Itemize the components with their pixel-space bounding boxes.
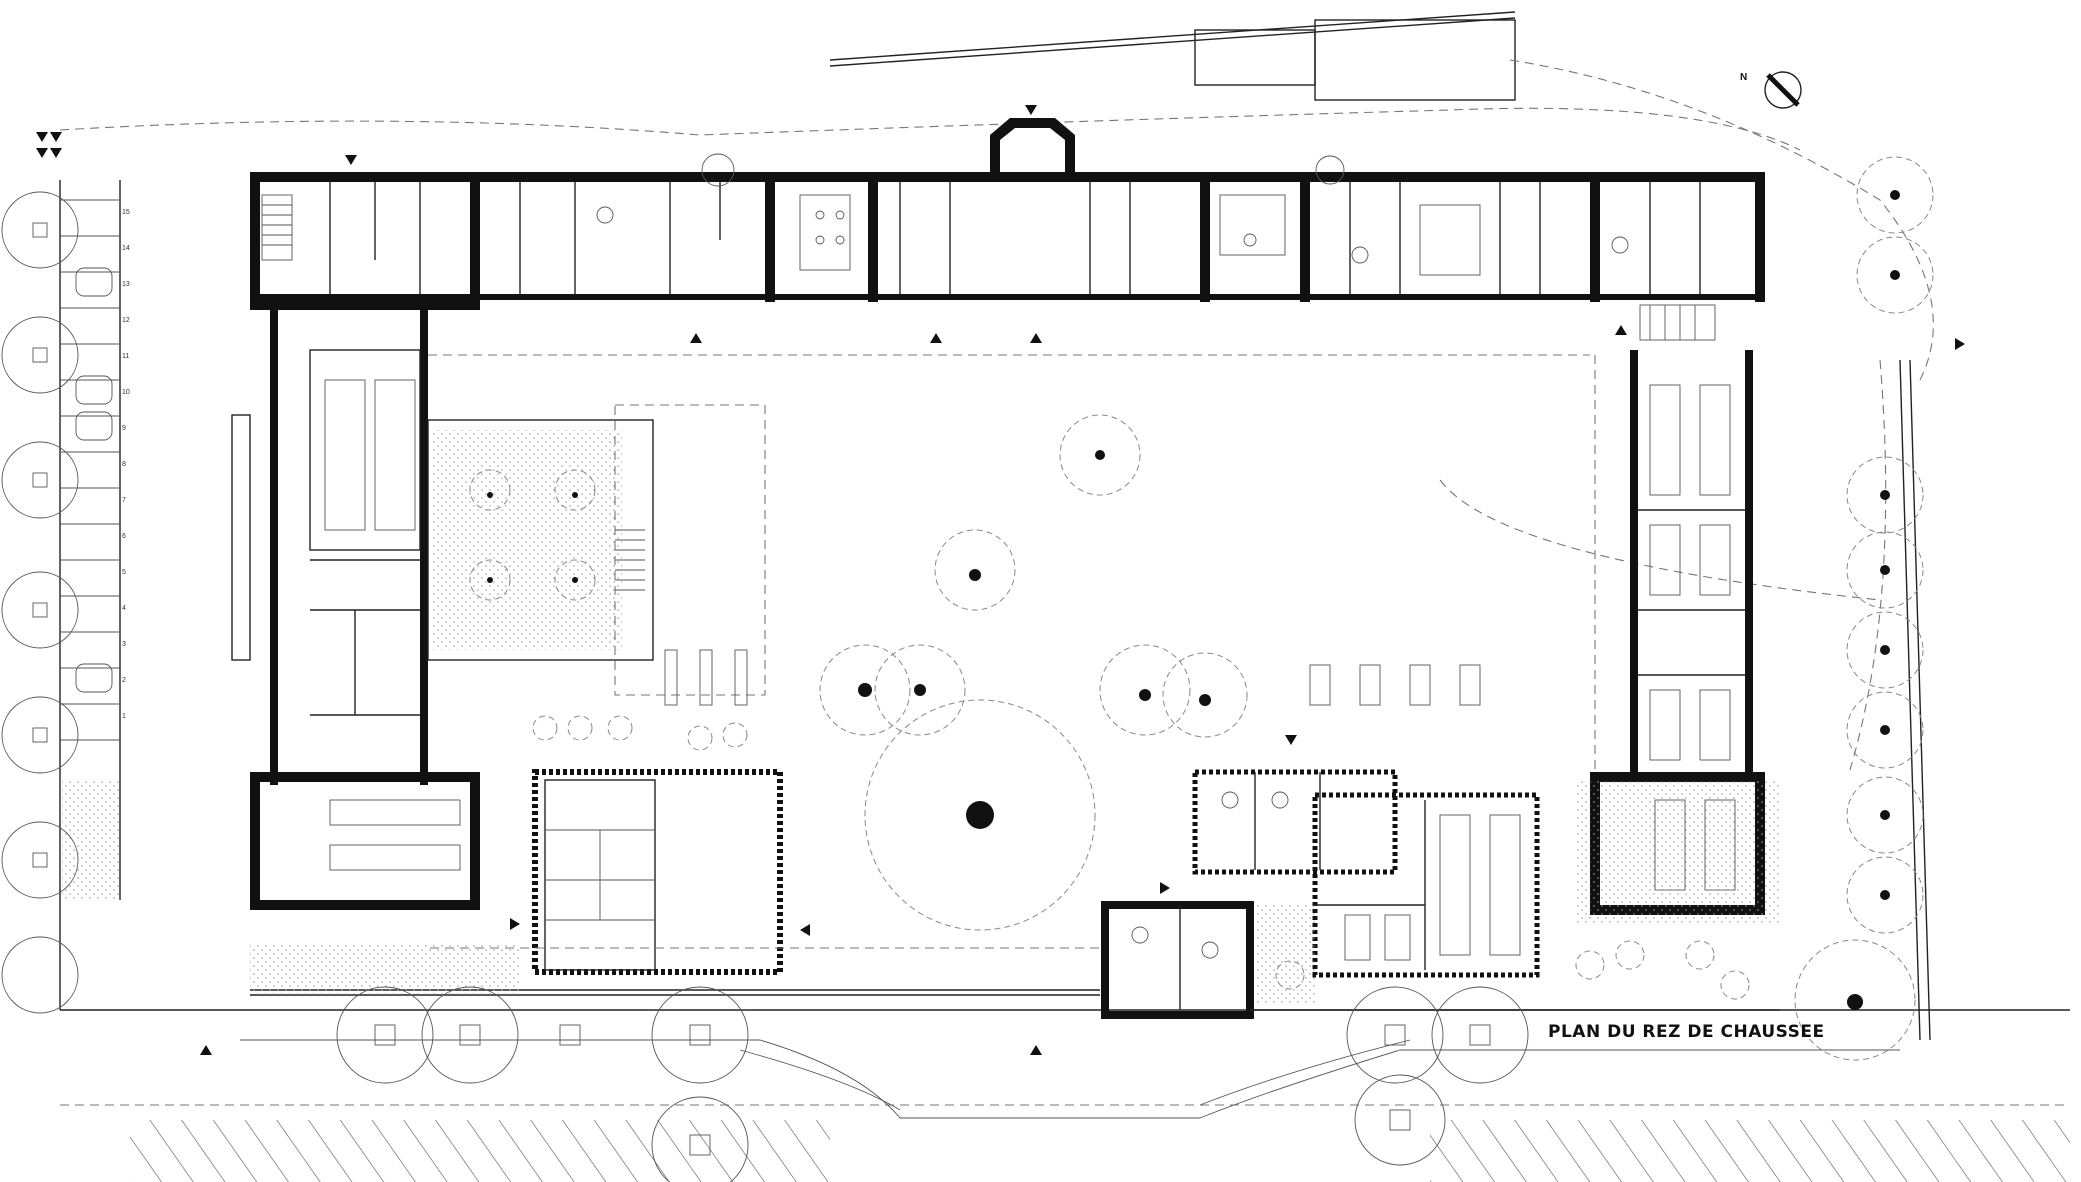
courtyard-trees	[469, 414, 1248, 931]
stall-7: 7	[122, 497, 126, 504]
east-wing	[1575, 350, 1780, 925]
stall-3: 3	[122, 641, 126, 648]
courtyard-benches	[1309, 664, 1481, 706]
north-arrow-icon: N	[1740, 71, 1802, 109]
stall-15: 15	[122, 209, 130, 216]
stall-9: 9	[122, 425, 126, 432]
north-label: N	[1740, 72, 1747, 83]
stall-2: 2	[122, 677, 126, 684]
north-stairs	[261, 194, 1716, 341]
south-block	[532, 769, 783, 975]
stall-6: 6	[122, 533, 126, 540]
stall-5: 5	[122, 569, 126, 576]
north-wing-furniture	[596, 194, 1629, 276]
stall-11: 11	[122, 353, 129, 360]
stall-14: 14	[122, 245, 130, 252]
stall-13: 13	[122, 281, 130, 288]
north-wing	[250, 118, 1765, 341]
plan-title: PLAN DU REZ DE CHAUSSEE	[1548, 1022, 1825, 1042]
stall-8: 8	[122, 461, 126, 468]
stall-12: 12	[122, 317, 130, 324]
southeast-shrubs	[532, 715, 1750, 1000]
parking-stall-lines	[60, 199, 120, 741]
stall-4: 4	[122, 605, 126, 612]
southeast-classrooms	[1101, 769, 1540, 1019]
southeast-desks	[1131, 791, 1521, 961]
courtyard-pavilion	[427, 404, 766, 706]
left-parking: 15 14 13 12 11 10 9 8 7 6 5 4 3 2 1	[1, 132, 130, 1014]
stall-10: 10	[122, 389, 130, 396]
entrance-markers	[200, 105, 1965, 1055]
west-wing-desks	[324, 379, 461, 871]
south-street-trees	[336, 986, 1529, 1182]
west-wing	[231, 310, 480, 910]
east-tree-row	[1794, 156, 1934, 1061]
stall-1: 1	[122, 713, 126, 720]
site-context	[59, 11, 2070, 1182]
